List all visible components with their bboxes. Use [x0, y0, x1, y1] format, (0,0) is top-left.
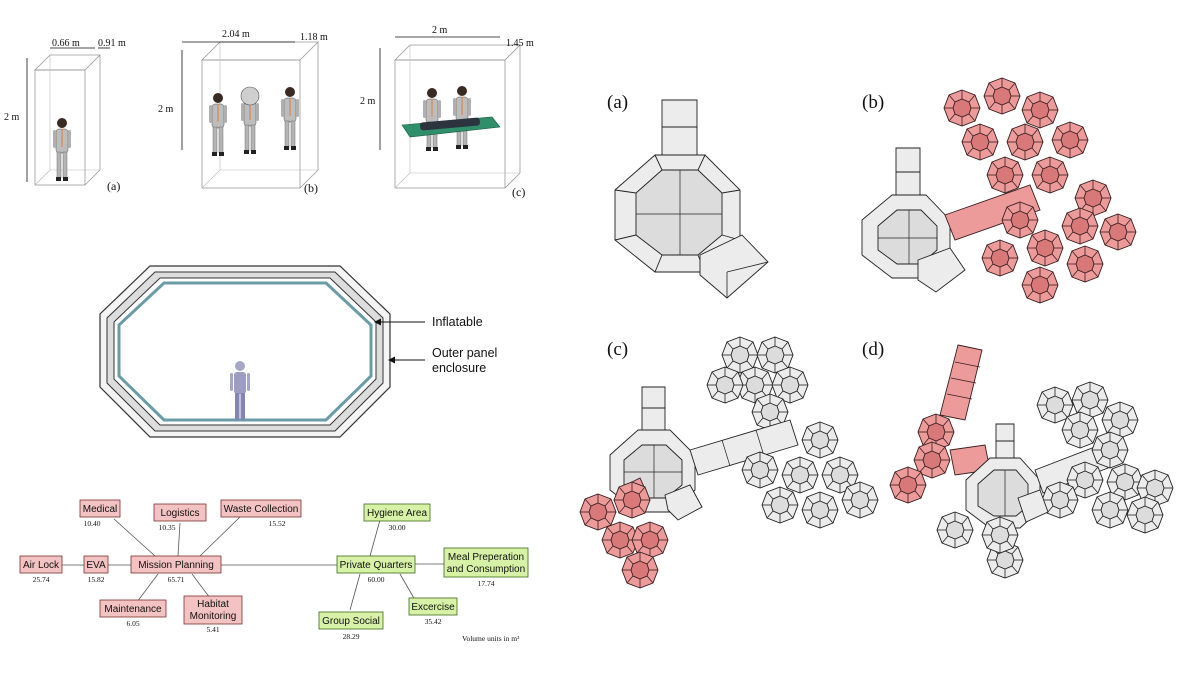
node-private-quarters: Private Quarters 60.00	[336, 555, 416, 584]
node-medical-value: 10.40	[84, 519, 101, 528]
node-exercise: Excercise 35.42	[408, 597, 458, 626]
node-meal-preparation: Meal Preperation and Consumption 17.74	[443, 547, 529, 588]
node-group-social-value: 28.29	[343, 632, 360, 641]
box-b-panel-label: (b)	[304, 181, 318, 195]
node-hygiene-area-label: Hygiene Area	[367, 508, 427, 519]
node-waste-collection: Waste Collection 15.52	[220, 499, 302, 528]
node-maintenance-value: 6.05	[126, 619, 139, 628]
node-hygiene-area-value: 30.00	[389, 523, 406, 532]
node-eva-label: EVA	[86, 560, 106, 571]
box-c-height: 2 m	[360, 96, 376, 107]
node-exercise-value: 35.42	[425, 617, 442, 626]
node-group-social-label: Group Social	[322, 616, 380, 627]
box-c-panel-label: (c)	[512, 185, 525, 199]
module-panel-a: (a)	[607, 92, 769, 299]
module-panel-b-label: (b)	[862, 92, 884, 113]
node-medical: Medical 10.40	[79, 499, 121, 528]
box-c-depth: 1.45 m	[506, 38, 534, 49]
node-habitat-monitoring: Habitat Monitoring 5.41	[183, 595, 243, 634]
node-meal-preparation-value: 17.74	[478, 579, 495, 588]
node-air-lock-value: 25.74	[33, 575, 50, 584]
graph-edges	[61, 516, 444, 611]
people-box-b: 2.04 m 1.18 m 2 m (b)	[158, 29, 328, 195]
node-habitat-monitoring-label-1: Habitat	[197, 599, 229, 610]
node-logistics-value: 10.35	[159, 523, 176, 532]
node-waste-collection-value: 15.52	[269, 519, 286, 528]
people-box-c: 2 m 1.45 m 2 m (c)	[360, 25, 534, 199]
box-b-height: 2 m	[158, 104, 174, 115]
node-maintenance-label: Maintenance	[104, 604, 162, 615]
box-a-height: 2 m	[4, 112, 20, 123]
node-meal-preparation-label-1: Meal Preperation	[448, 552, 524, 563]
node-private-quarters-label: Private Quarters	[340, 560, 413, 571]
box-a-panel-label: (a)	[107, 179, 120, 193]
module-panel-b: (b)	[861, 77, 1137, 304]
box-a-depth: 0.91 m	[98, 38, 126, 49]
module-panel-c-label: (c)	[607, 339, 628, 360]
people-box-a: 0.66 m 0.91 m 2 m (a)	[4, 38, 126, 193]
node-air-lock-label: Air Lock	[23, 560, 60, 571]
node-exercise-label: Excercise	[411, 602, 455, 613]
module-panel-d: (d)	[862, 339, 1174, 579]
node-mission-planning-value: 65.71	[168, 575, 185, 584]
box-a-width: 0.66 m	[52, 38, 80, 49]
node-habitat-monitoring-label-2: Monitoring	[190, 611, 237, 622]
node-air-lock: Air Lock 25.74	[19, 555, 63, 584]
adjacency-graph: Air Lock 25.74 EVA 15.82 Mission Plannin…	[19, 499, 529, 643]
box-b-width: 2.04 m	[222, 29, 250, 40]
node-logistics: Logistics 10.35	[153, 503, 207, 532]
box-c-width: 2 m	[432, 25, 448, 36]
callout-outer-panel-line1: Outer panel	[432, 346, 497, 360]
node-habitat-monitoring-value: 5.41	[206, 625, 219, 634]
node-mission-planning-label: Mission Planning	[138, 560, 214, 571]
human-figure-silhouette	[230, 361, 250, 420]
graph-units-note: Volume units in m³	[462, 634, 520, 643]
node-mission-planning: Mission Planning 65.71	[130, 555, 222, 584]
node-maintenance: Maintenance 6.05	[99, 599, 167, 628]
callout-outer-panel-line2: enclosure	[432, 361, 486, 375]
node-logistics-label: Logistics	[161, 508, 200, 519]
module-panel-a-label: (a)	[607, 92, 628, 113]
habitat-cross-section: Inflatable Outer panel enclosure	[99, 265, 497, 438]
node-group-social: Group Social 28.29	[318, 611, 384, 641]
module-panel-d-label: (d)	[862, 339, 884, 360]
node-private-quarters-value: 60.00	[368, 575, 385, 584]
module-panel-c: (c)	[579, 336, 879, 589]
node-waste-collection-label: Waste Collection	[224, 504, 299, 515]
node-hygiene-area: Hygiene Area 30.00	[363, 503, 431, 532]
node-eva-value: 15.82	[88, 575, 105, 584]
callout-inflatable: Inflatable	[432, 315, 483, 329]
node-medical-label: Medical	[83, 504, 117, 515]
node-eva: EVA 15.82	[83, 555, 109, 584]
node-meal-preparation-label-2: and Consumption	[447, 564, 525, 575]
box-b-depth: 1.18 m	[300, 32, 328, 43]
